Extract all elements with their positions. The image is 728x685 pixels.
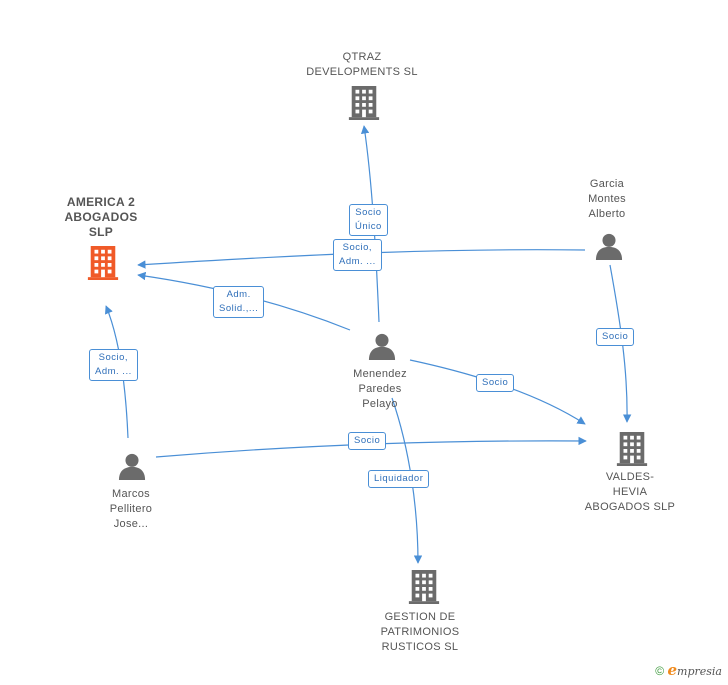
person-icon[interactable] <box>595 233 623 260</box>
edge-label-line: Único <box>355 221 382 232</box>
edge-menendez-valdes <box>409 359 586 425</box>
person-icon[interactable] <box>368 333 396 360</box>
edge-label-line: Socio <box>602 331 629 342</box>
edge-label-line: Adm. ... <box>95 366 132 377</box>
building-icon[interactable] <box>87 246 119 280</box>
node-label-marcos[interactable]: Marcos Pellitero Jose... <box>110 487 152 532</box>
node-label-line: SLP <box>88 225 114 239</box>
node-label-qtraz[interactable]: QTRAZ DEVELOPMENTS SL <box>306 50 417 80</box>
node-label-line: VALDES- <box>605 471 655 483</box>
node-label-gestion[interactable]: GESTION DE PATRIMONIOS RUSTICOS SL <box>381 610 460 655</box>
node-label-line: HEVIA <box>612 486 648 498</box>
node-label-menendez[interactable]: Menendez Paredes Pelayo <box>353 367 407 412</box>
edge-label-adm-solid[interactable]: Adm. Solid.,... <box>213 286 265 318</box>
edge-label-socio-marcos-valdes[interactable]: Socio <box>348 432 387 450</box>
edge-label-line: Liquidador <box>374 473 424 484</box>
node-label-line: Menendez <box>353 368 407 380</box>
node-label-line: QTRAZ <box>342 51 382 63</box>
edge-label-socio-adm-garcia[interactable]: Socio, Adm. ... <box>333 239 382 271</box>
node-label-garcia[interactable]: Garcia Montes Alberto <box>588 177 626 222</box>
node-label-line: AMERICA 2 <box>66 195 136 209</box>
node-label-line: PATRIMONIOS <box>380 626 460 638</box>
building-icon[interactable] <box>616 432 648 466</box>
edge-label-line: Socio <box>354 435 381 446</box>
node-label-line: ABOGADOS <box>64 210 138 224</box>
node-label-line: Pellitero <box>109 503 153 515</box>
person-icon[interactable] <box>118 453 146 480</box>
edge-label-line: Adm. ... <box>339 256 376 267</box>
brand-initial: e <box>667 661 678 679</box>
node-label-line: GESTION DE <box>384 611 456 623</box>
node-label-line: ABOGADOS SLP <box>584 501 676 513</box>
node-label-valdes[interactable]: VALDES- HEVIA ABOGADOS SLP <box>585 470 675 515</box>
edge-label-line: Socio <box>355 207 382 218</box>
copyright-symbol: © <box>655 664 665 678</box>
node-label-line: Pelayo <box>362 398 398 410</box>
brand-name: mpresia <box>677 665 722 678</box>
building-icon[interactable] <box>408 570 440 604</box>
building-icon[interactable] <box>348 86 380 120</box>
edge-label-socio-menendez-valdes[interactable]: Socio <box>476 374 515 392</box>
brand-watermark: © empresia <box>655 661 722 679</box>
edge-label-socio-adm-marcos[interactable]: Socio, Adm. ... <box>89 349 138 381</box>
node-label-line: Alberto <box>588 208 626 220</box>
edge-label-line: Solid.,... <box>219 303 259 314</box>
edge-label-line: Adm. <box>226 289 251 300</box>
node-label-america[interactable]: AMERICA 2 ABOGADOS SLP <box>64 195 137 240</box>
node-label-line: Jose... <box>113 518 149 530</box>
edge-label-line: Socio, <box>342 242 373 253</box>
node-label-line: Montes <box>588 193 626 205</box>
node-label-line: Paredes <box>358 383 402 395</box>
node-label-line: Marcos <box>112 488 150 500</box>
edge-label-socio-garcia-valdes[interactable]: Socio <box>596 328 635 346</box>
node-label-line: Garcia <box>589 178 625 190</box>
edge-label-line: Socio, <box>98 352 129 363</box>
brand-logo: empresia <box>667 661 722 679</box>
edge-label-line: Socio <box>482 377 509 388</box>
edge-label-liquidador[interactable]: Liquidador <box>368 470 430 488</box>
node-label-line: RUSTICOS SL <box>381 641 459 653</box>
node-label-line: DEVELOPMENTS SL <box>306 66 418 78</box>
edge-label-socio-unico[interactable]: Socio Único <box>349 204 388 236</box>
